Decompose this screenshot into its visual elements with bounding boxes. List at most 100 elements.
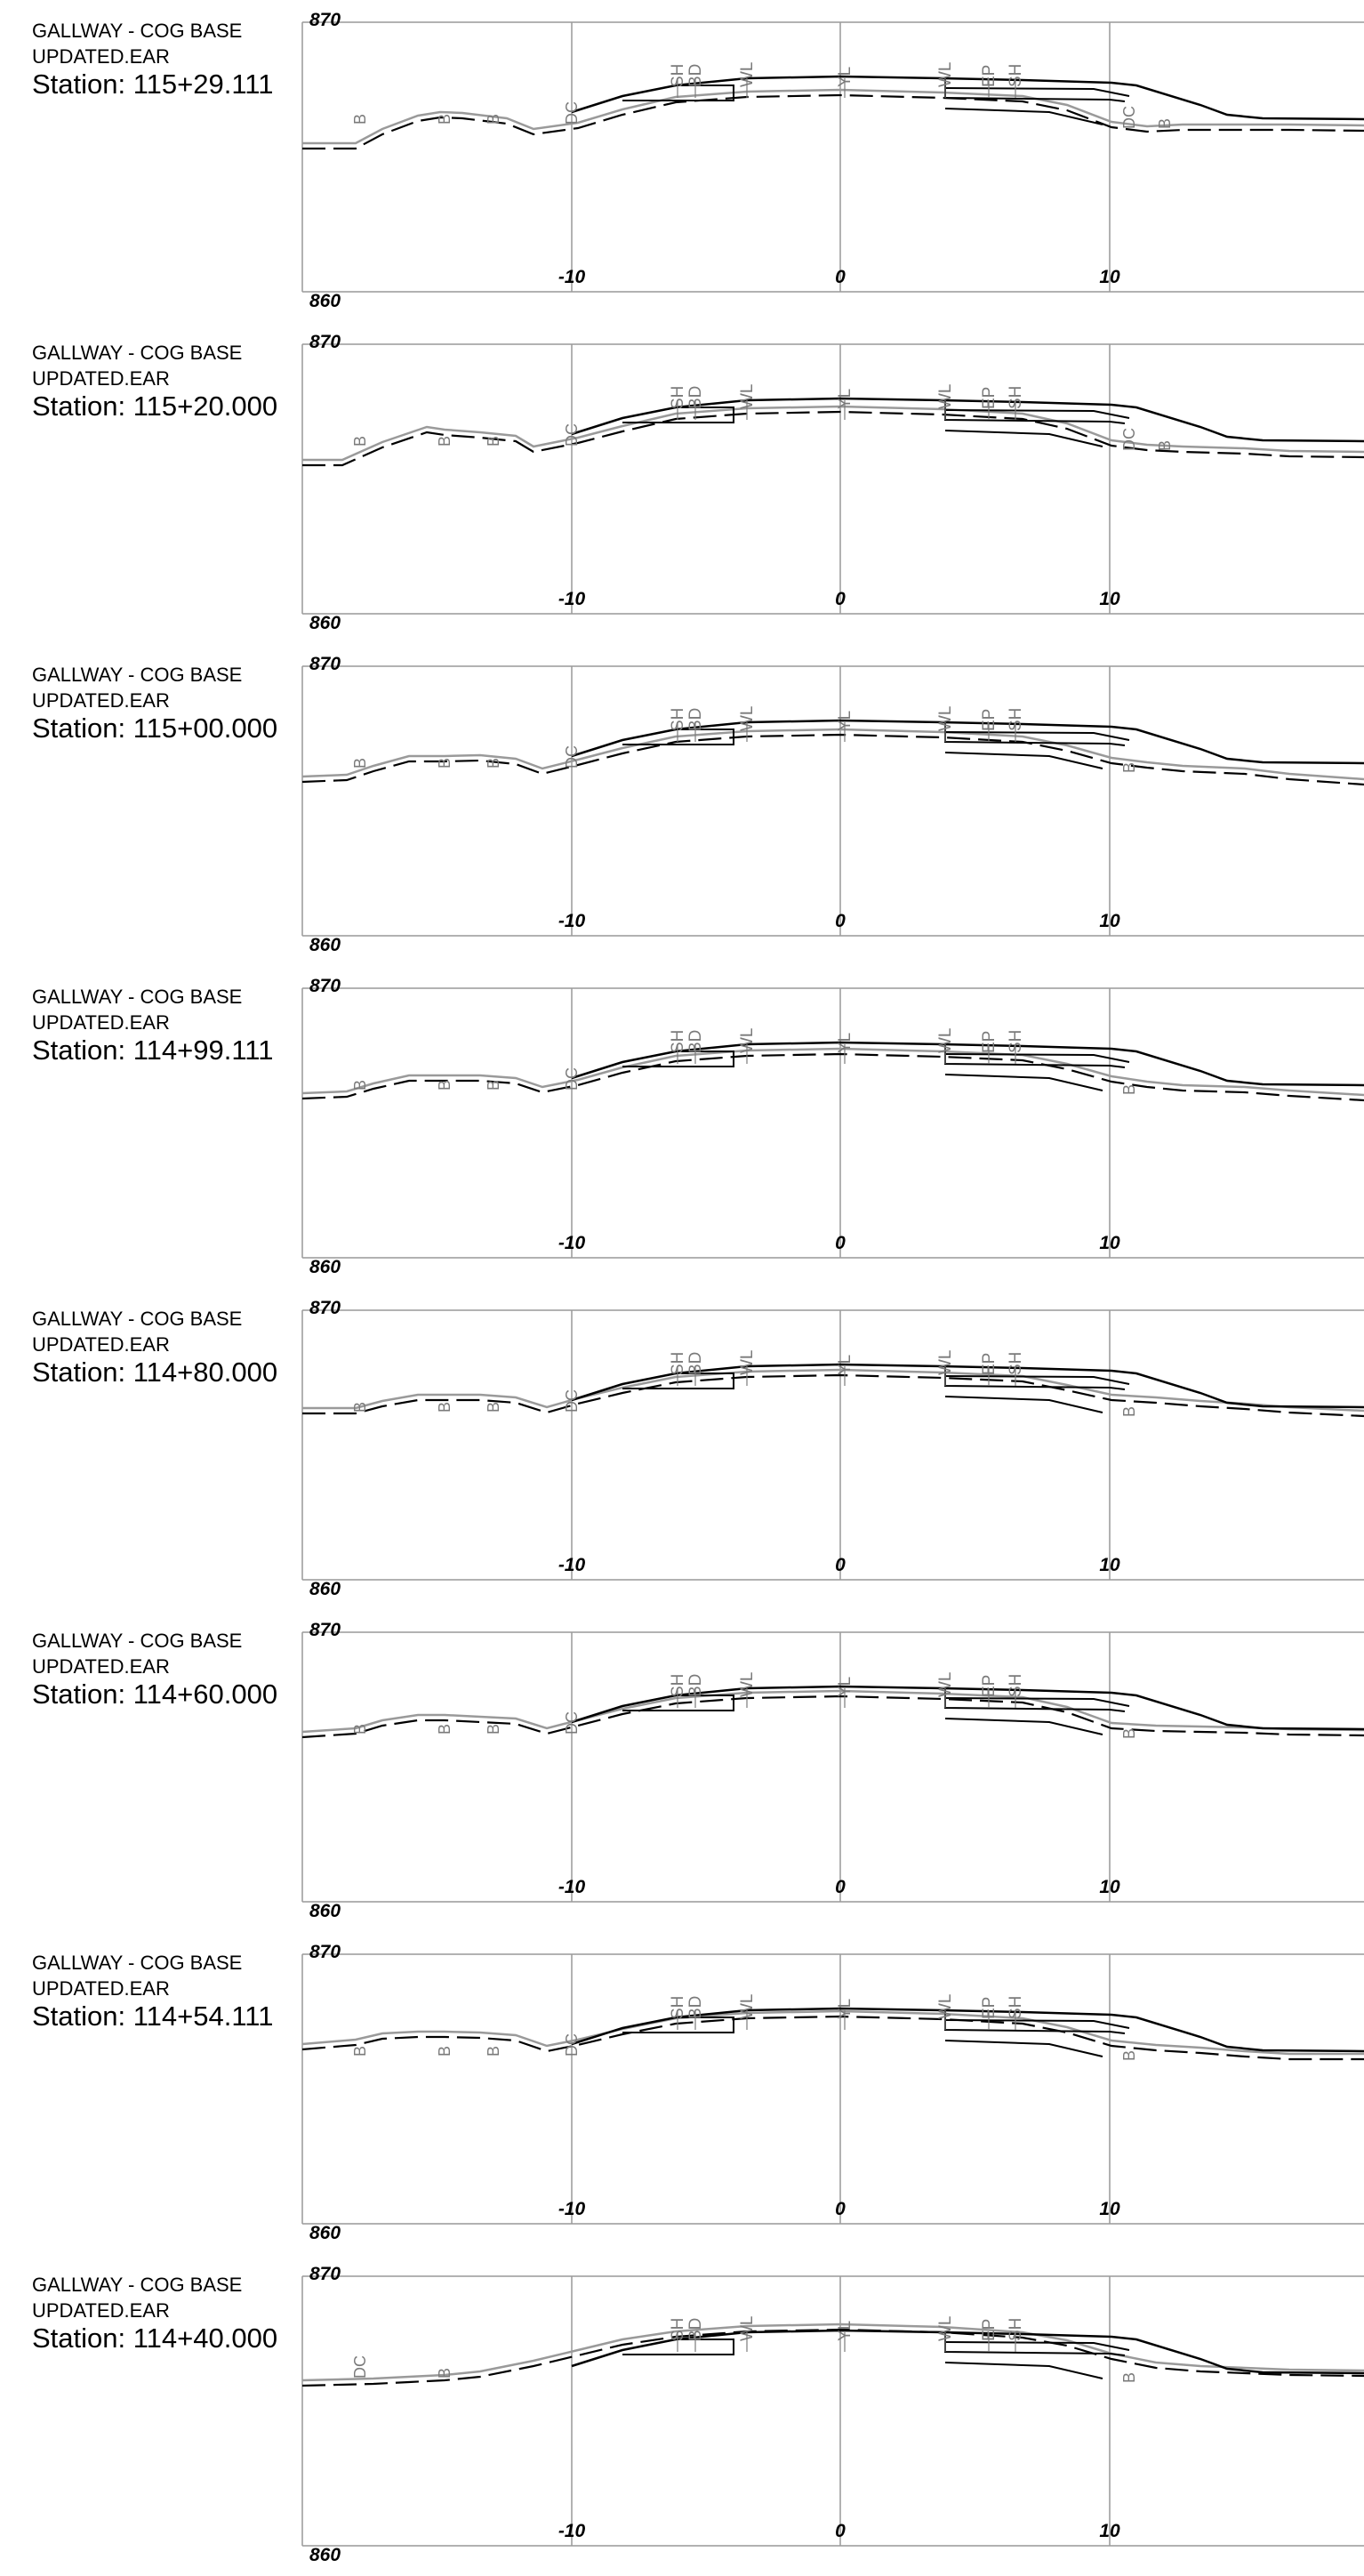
right-base-layer [944,1697,1130,1707]
right-breakline-label: B [1120,762,1138,773]
feature-code-label: SH [669,1352,687,1375]
left-pavement-layers [622,2339,734,2355]
project-title: GALLWAY - COG BASE [32,1308,243,1330]
existing-ground-line [302,405,1364,462]
right-breakline-label: B [1120,1406,1138,1417]
elevation-top-label: 870 [309,10,341,30]
feature-code-label: WL [738,2316,757,2342]
left-breakline-label: B [436,2046,453,2057]
offset-tick-label: 0 [835,2199,846,2219]
feature-code-label: YL [836,711,855,731]
existing-ground-line [301,2009,1364,2056]
feature-code-label: EP [980,1997,999,2019]
station-label: Station: 115+29.111 [32,68,274,100]
station-label: Station: 114+54.111 [32,2000,274,2032]
model-file-name: UPDATED.EAR [32,1011,170,1034]
station-label: Station: 115+00.000 [32,712,278,744]
elevation-top-label: 870 [309,1620,341,1640]
left-breakline-label: B [351,436,369,447]
right-breakline-label: B [1156,440,1174,451]
feature-code-label: WL [936,1028,955,1054]
feature-code-label: EP [980,1031,999,1053]
feature-code-label: EP [980,709,999,731]
finished-grade-line [571,719,1364,765]
right-breakline-label: B [1120,2050,1138,2061]
finished-grade-line [571,2007,1364,2053]
elevation-bottom-label: 860 [309,935,341,955]
elevation-top-label: 870 [309,976,341,996]
left-breakline-label: B [436,2368,453,2379]
feature-code-label: WL [936,2316,955,2342]
feature-code-label: YL [836,1677,855,1697]
feature-code-label: WL [738,62,757,88]
right-base-layer [944,2341,1130,2351]
feature-code-label: SH [669,1996,687,2019]
feature-code-label: SH [1007,1674,1025,1697]
feature-code-label: WL [936,384,955,410]
elevation-top-label: 870 [309,1298,341,1318]
left-pavement-layers [622,1051,734,1067]
right-breakline-label: B [1120,2372,1138,2383]
feature-code-label: EP [980,387,999,409]
elevation-bottom-label: 860 [309,2545,341,2565]
left-breakline-label: B [436,1724,453,1735]
offset-tick-label: 0 [835,1877,846,1897]
feature-code-label: BD [686,708,705,731]
feature-code-label: SH [669,64,687,87]
elevation-bottom-label: 860 [309,1579,341,1599]
model-file-name: UPDATED.EAR [32,45,170,68]
feature-code-label: YL [836,2321,855,2341]
design-subgrade-line [301,1695,1364,1739]
feature-code-label: BD [686,1996,705,2019]
right-breakline-label: B [1120,1728,1138,1739]
feature-code-label: BD [686,386,705,409]
left-breakline-label: DC [563,745,581,769]
elevation-top-label: 870 [309,1942,341,1962]
left-pavement-layers [622,1373,734,1389]
project-title: GALLWAY - COG BASE [32,664,243,686]
left-breakline-label: B [351,758,369,769]
station-label: Station: 114+60.000 [32,1678,278,1710]
feature-code-label: BD [686,64,705,87]
model-file-name: UPDATED.EAR [32,1977,170,2000]
design-subgrade-line [301,2328,1364,2387]
elevation-top-label: 870 [309,332,341,352]
right-subbase-layer [944,108,1103,125]
right-subbase-layer [944,2040,1103,2057]
left-breakline-label: B [485,758,502,769]
left-breakline-label: DC [351,2355,369,2379]
offset-tick-label: 0 [835,1555,846,1575]
left-breakline-label: B [351,114,369,125]
model-file-name: UPDATED.EAR [32,689,170,712]
left-breakline-label: B [436,758,453,769]
feature-code-label: WL [936,1350,955,1376]
left-pavement-layers [622,729,734,745]
left-pavement-layers [622,1695,734,1711]
feature-code-label: YL [836,1033,855,1053]
feature-code-label: SH [669,1674,687,1697]
design-subgrade-line [301,733,1364,786]
elevation-bottom-label: 860 [309,1901,341,1921]
offset-tick-label: 0 [835,267,846,287]
feature-code-label: SH [669,386,687,409]
feature-code-label: BD [686,1674,705,1697]
left-breakline-label: B [485,2046,502,2057]
left-pavement-layers [622,407,734,423]
left-breakline-label: B [485,114,502,125]
feature-code-label: SH [669,1030,687,1053]
right-subbase-layer [944,1718,1103,1735]
finished-grade-line [571,75,1364,121]
project-title: GALLWAY - COG BASE [32,986,243,1008]
right-base-layer [944,2019,1130,2029]
station-label: Station: 114+40.000 [32,2322,278,2354]
